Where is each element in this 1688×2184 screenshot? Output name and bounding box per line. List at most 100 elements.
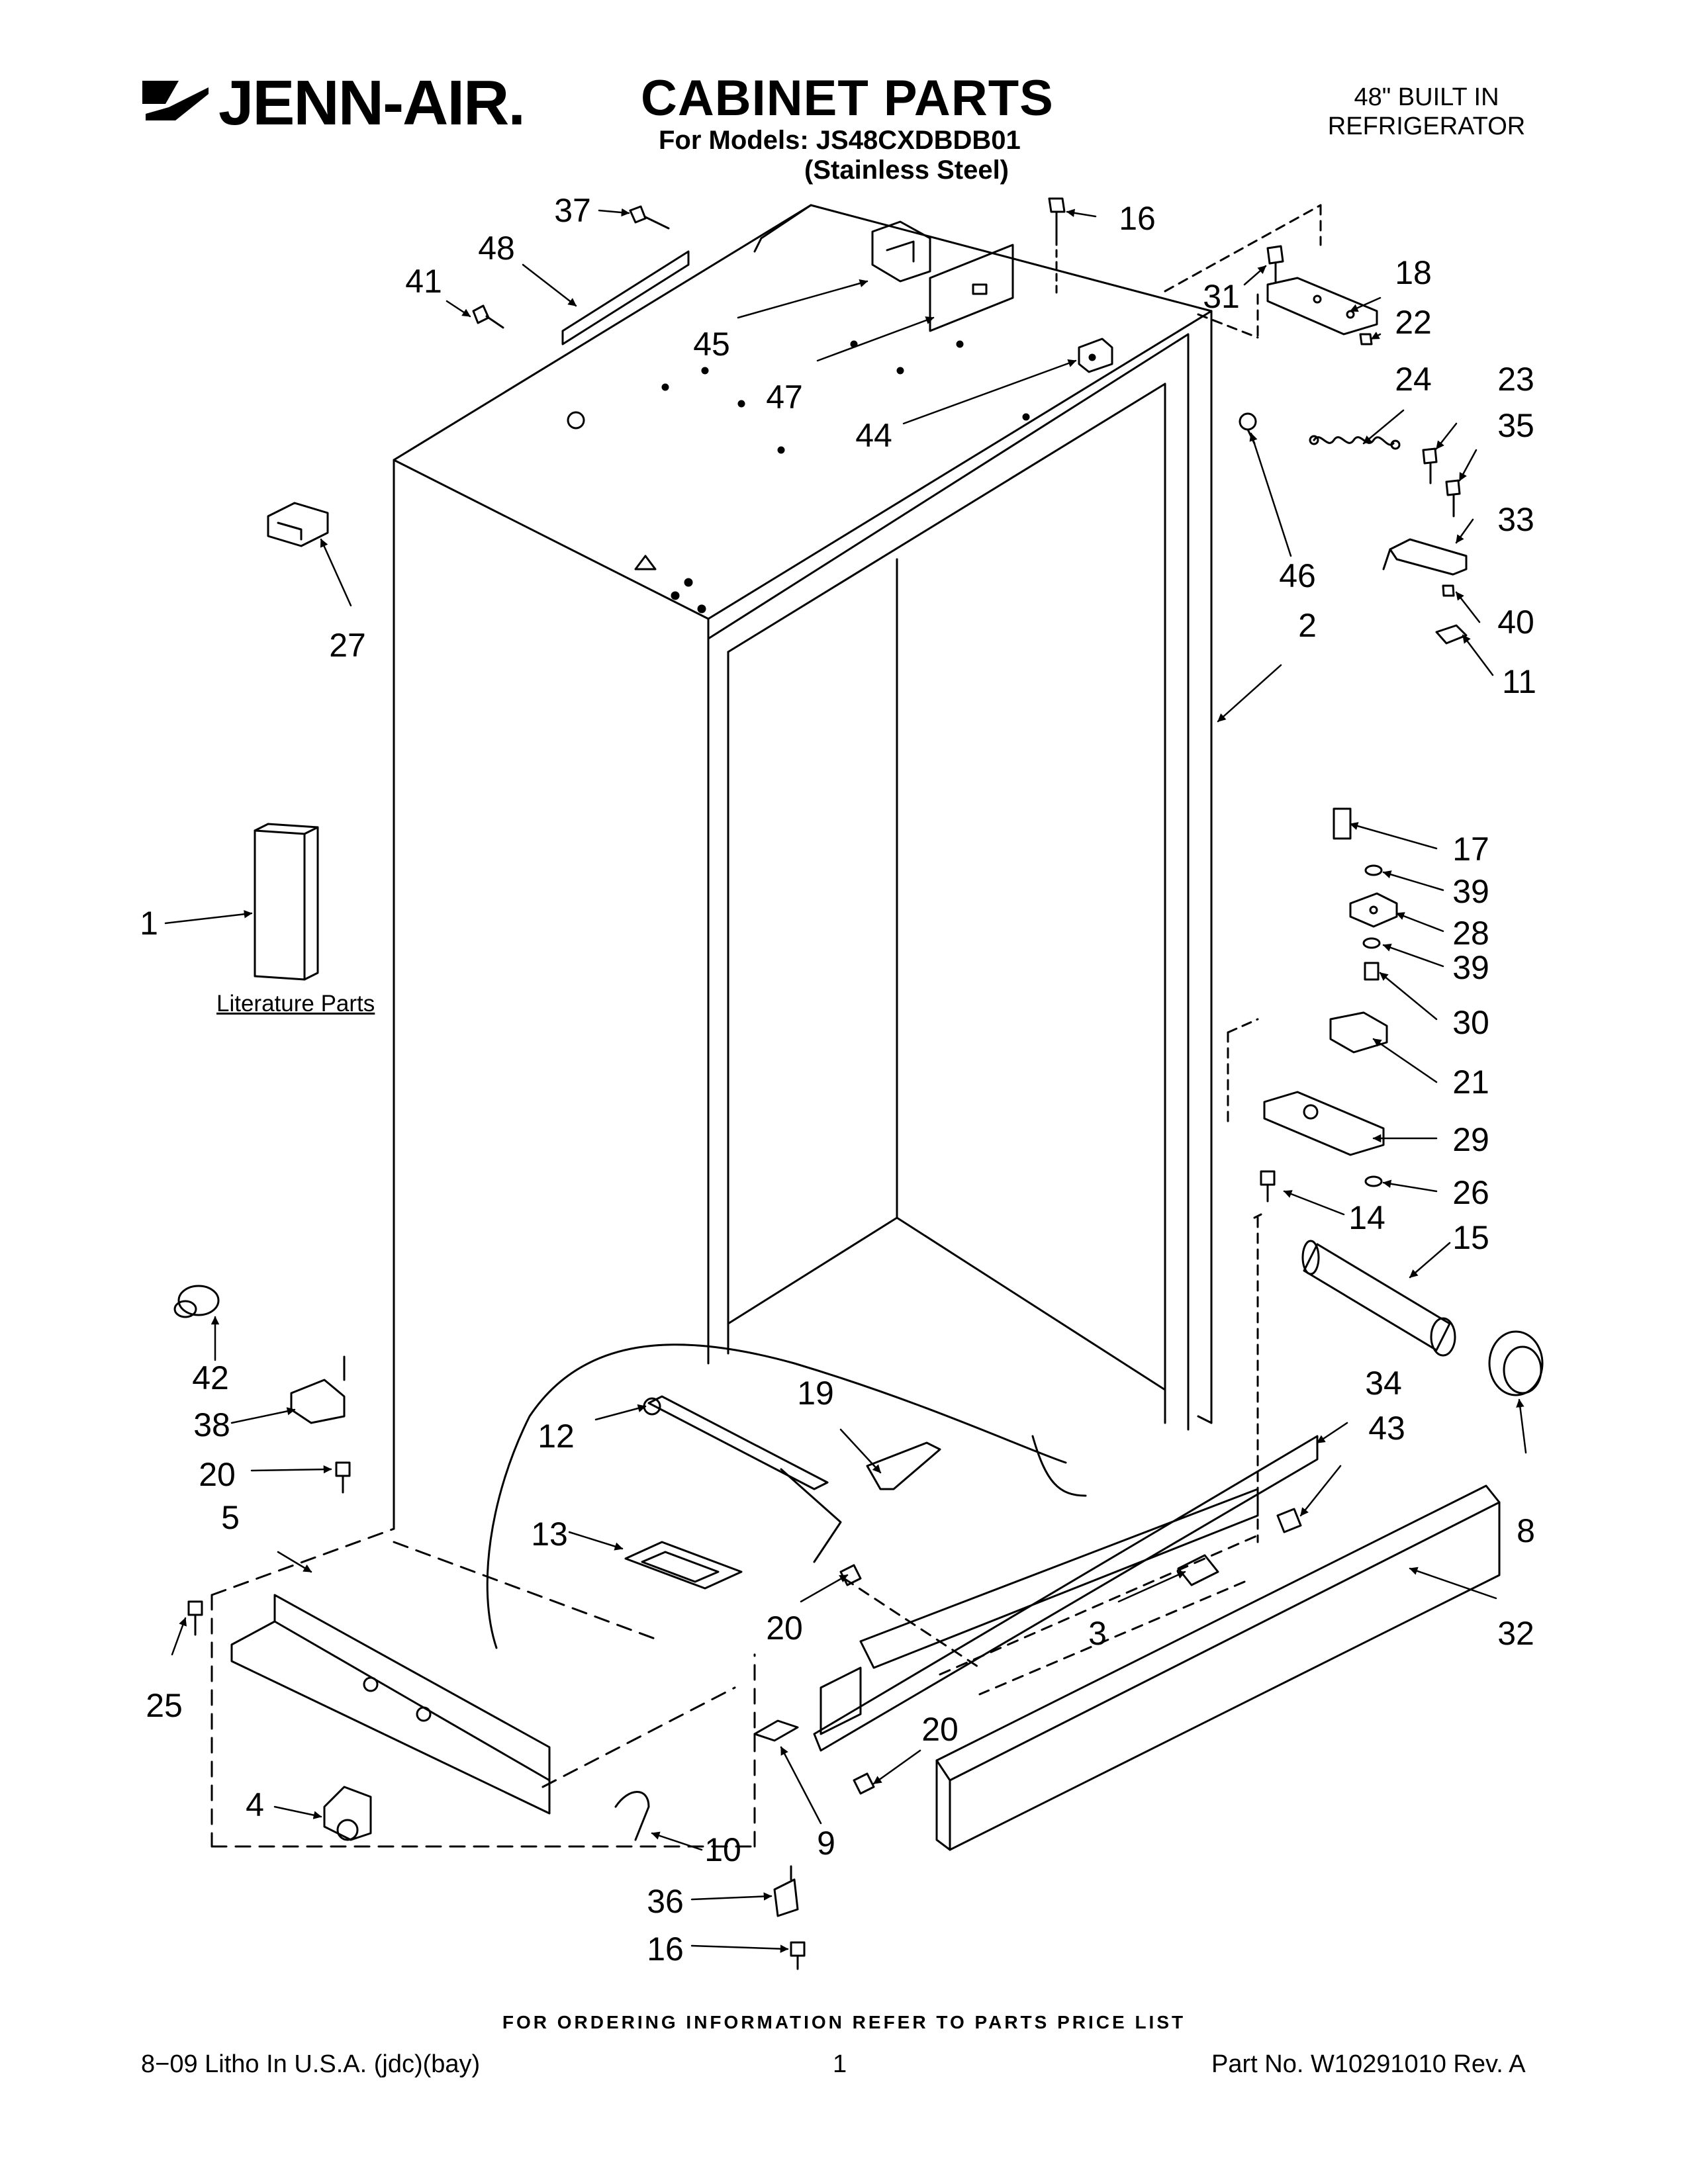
- part-9-bracket: [753, 1719, 799, 1749]
- callout-25: 25: [146, 1687, 183, 1724]
- literature-parts-label: Literature Parts: [216, 991, 375, 1017]
- part-43-screw: [1276, 1508, 1302, 1533]
- part-4-roller: [323, 1786, 372, 1841]
- part-45-bracket: [871, 220, 931, 283]
- part-8-filter-cap: [1488, 1330, 1544, 1396]
- callout-37: 37: [554, 192, 591, 229]
- part-40-nut: [1442, 584, 1455, 597]
- hinge-dashed-frame: [1227, 1018, 1262, 1543]
- part-23-screw: [1422, 447, 1438, 484]
- callout-34: 34: [1365, 1365, 1402, 1402]
- part-30-bushing: [1364, 962, 1380, 981]
- finish-line: (Stainless Steel): [804, 156, 1009, 185]
- part-27-clip: [267, 502, 329, 547]
- callout-35: 35: [1497, 407, 1534, 444]
- jenn-air-logo-mark: [142, 81, 209, 120]
- cabinet-body: [393, 204, 1213, 1530]
- model-type: 48" BUILT IN REFRIGERATOR: [1317, 83, 1536, 141]
- callout-16-bottom: 16: [647, 1931, 684, 1968]
- callout-46: 46: [1279, 557, 1316, 594]
- callout-32: 32: [1497, 1615, 1534, 1652]
- callout-31: 31: [1203, 278, 1240, 315]
- callout-20-left: 20: [199, 1456, 236, 1493]
- part-41-screw: [472, 304, 504, 329]
- callout-11: 11: [1502, 663, 1536, 700]
- part-10-clip: [614, 1791, 650, 1841]
- page-title: CABINET PARTS: [641, 70, 1054, 126]
- callout-45: 45: [693, 326, 730, 363]
- part-34-grille: [813, 1435, 1319, 1752]
- part-19-bracket: [866, 1441, 941, 1490]
- callout-47: 47: [766, 379, 803, 416]
- callout-24: 24: [1395, 361, 1432, 398]
- callout-26: 26: [1452, 1174, 1489, 1211]
- callout-3: 3: [1088, 1615, 1107, 1652]
- part-17-pin: [1333, 807, 1352, 840]
- part-28-plate: [1349, 892, 1398, 928]
- lower-dashed-lines: [843, 1534, 1259, 1696]
- base-frame-dashed: [211, 1527, 756, 1848]
- callout-39-upper: 39: [1452, 873, 1489, 910]
- callout-19: 19: [797, 1375, 834, 1412]
- part-48-bracket: [561, 204, 812, 345]
- part-21-bracket: [1329, 1011, 1388, 1054]
- callout-28: 28: [1452, 915, 1489, 952]
- callout-43: 43: [1368, 1410, 1405, 1447]
- part-36-bracket: [773, 1865, 799, 1917]
- callout-17: 17: [1452, 831, 1489, 868]
- callout-36: 36: [647, 1883, 684, 1920]
- part-31-screw: [1266, 245, 1284, 283]
- callout-22: 22: [1395, 304, 1432, 341]
- part-24-spring: [1309, 435, 1401, 450]
- part-16-screw-bottom: [790, 1941, 806, 1970]
- model-type-line2: REFRIGERATOR: [1327, 113, 1526, 140]
- callout-9: 9: [817, 1825, 835, 1862]
- part-16-screw-top: [1048, 197, 1066, 299]
- callout-40: 40: [1497, 604, 1534, 641]
- part-44-connector: [1078, 338, 1113, 373]
- leader-lines: [164, 208, 1527, 1953]
- part-33-bracket: [1382, 538, 1468, 576]
- callout-4: 4: [246, 1786, 264, 1823]
- callout-29: 29: [1452, 1121, 1489, 1158]
- brand-logo: JENN-AIR.: [218, 68, 526, 138]
- page-number: 1: [833, 2050, 847, 2078]
- part-20-screw-bottom: [853, 1772, 875, 1795]
- part-29-hinge-plate: [1263, 1091, 1385, 1156]
- lower-rear-cover: [486, 1343, 1087, 1649]
- part-25-screw: [187, 1600, 203, 1636]
- callout-10: 10: [704, 1831, 741, 1868]
- callout-23: 23: [1497, 361, 1534, 398]
- callout-44: 44: [855, 417, 892, 454]
- callout-33: 33: [1497, 501, 1534, 538]
- callout-27: 27: [329, 627, 366, 664]
- part-3-bumper: [1177, 1554, 1219, 1586]
- models-line: For Models: JS48CXDBDB01: [659, 126, 1021, 155]
- part-47-plate: [929, 244, 1014, 332]
- callout-30: 30: [1452, 1004, 1489, 1041]
- part-37-screw: [629, 205, 670, 230]
- callout-38: 38: [193, 1406, 230, 1443]
- callout-20-bottom: 20: [921, 1711, 959, 1748]
- part-14-screw: [1260, 1170, 1276, 1203]
- model-type-line1: 48" BUILT IN: [1354, 83, 1499, 111]
- part-38-bracket: [290, 1355, 346, 1424]
- part-12-tube: [643, 1395, 842, 1563]
- callout-18: 18: [1395, 254, 1432, 291]
- ordering-note: FOR ORDERING INFORMATION REFER TO PARTS …: [502, 2012, 1186, 2032]
- part-22-spacer: [1359, 333, 1373, 345]
- callout-20-center: 20: [766, 1610, 803, 1647]
- callout-13: 13: [531, 1516, 568, 1553]
- part-35-screw: [1445, 479, 1461, 518]
- callout-21: 21: [1452, 1064, 1489, 1101]
- callout-12: 12: [538, 1418, 575, 1455]
- callout-48: 48: [478, 230, 515, 267]
- part-1-literature: [254, 823, 319, 981]
- part-15-water-filter: [1301, 1240, 1456, 1357]
- part-42-bumper: [173, 1285, 220, 1318]
- part-11-clip: [1435, 624, 1468, 645]
- part-26-clip: [1364, 1175, 1383, 1187]
- part-13-pan: [624, 1541, 743, 1590]
- callout-15: 15: [1452, 1219, 1489, 1256]
